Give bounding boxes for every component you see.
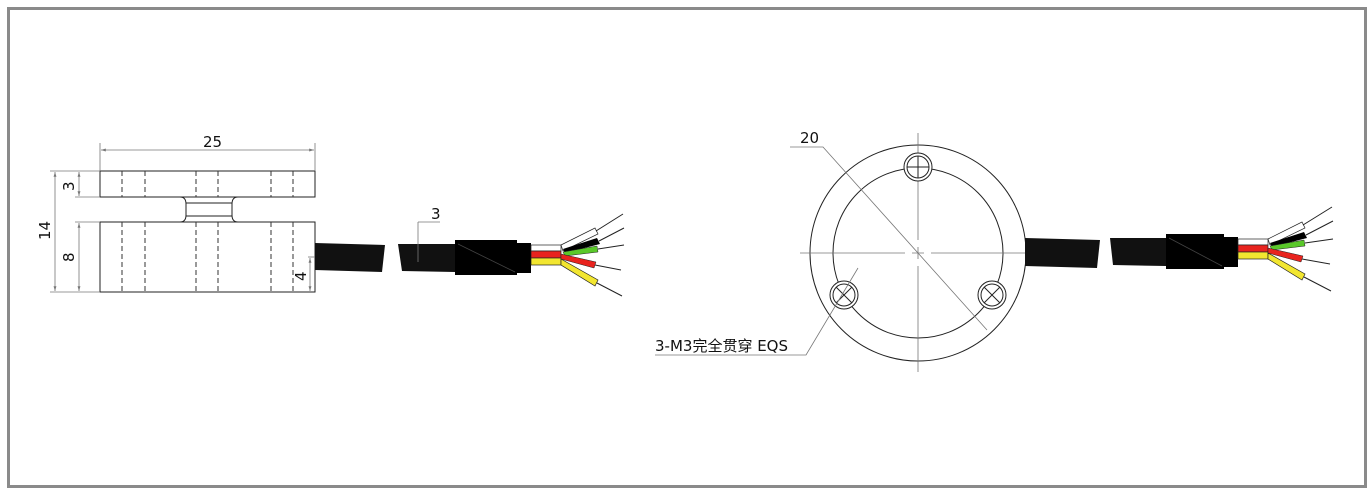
dim-bottom-thickness-label: 8 bbox=[60, 252, 78, 262]
hole-callout-label: 3-M3完全贯穿 EQS bbox=[655, 337, 788, 355]
top-view: 20 3-M3完全贯穿 EQS bbox=[655, 129, 1334, 372]
dim-cable-diameter-label: 3 bbox=[431, 205, 441, 223]
neck-beam bbox=[179, 196, 239, 223]
wires bbox=[530, 213, 625, 297]
cable-left: 3 bbox=[315, 205, 625, 297]
mounting-holes bbox=[829, 152, 1007, 310]
cable-sleeve bbox=[455, 240, 531, 275]
bottom-block bbox=[99, 221, 316, 293]
dim-top-thickness-label: 3 bbox=[60, 181, 78, 191]
hidden-holes bbox=[121, 171, 294, 292]
side-view: 25 14 3 8 4 3 bbox=[36, 133, 625, 297]
dim-total-height-label: 14 bbox=[36, 221, 54, 240]
dim-length-label: 25 bbox=[203, 133, 222, 151]
top-plate bbox=[99, 170, 316, 198]
cable-right bbox=[1025, 206, 1334, 292]
dim-cable-height-label: 4 bbox=[292, 271, 310, 281]
dim-diameter-label: 20 bbox=[800, 129, 819, 147]
